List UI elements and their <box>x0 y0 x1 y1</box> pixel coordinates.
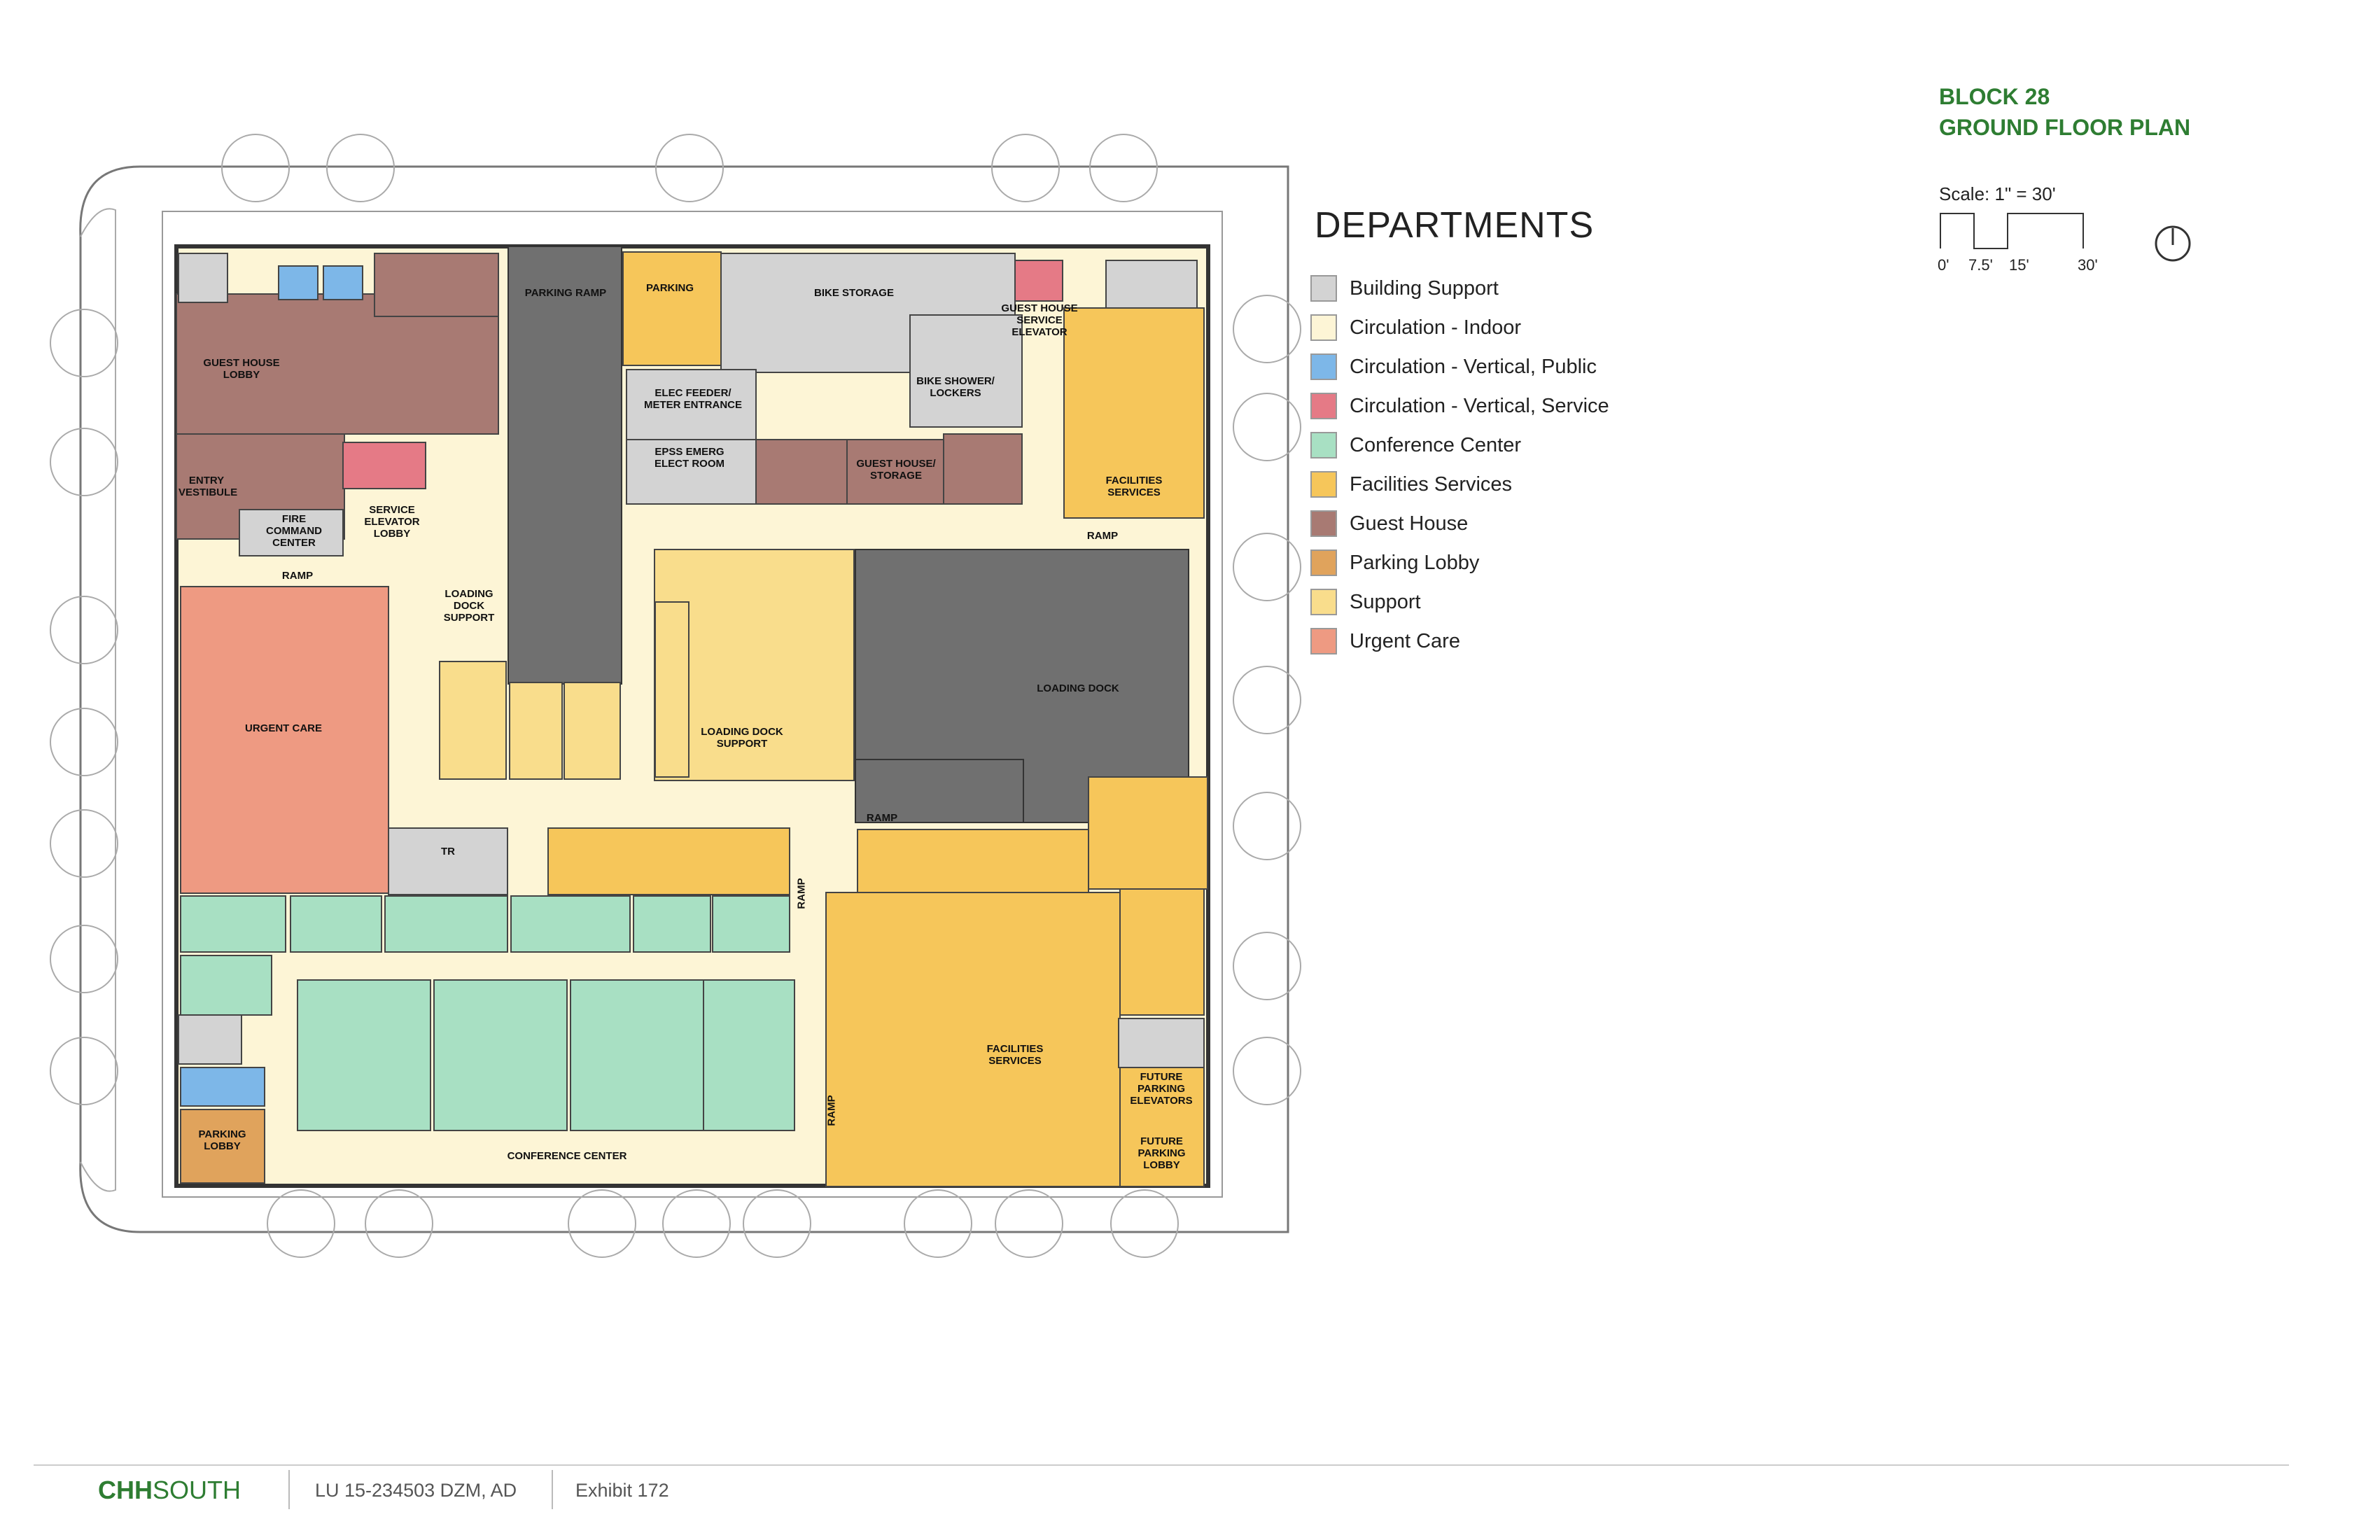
legend-label: Urgent Care <box>1350 629 1460 652</box>
legend-swatch <box>1310 628 1337 654</box>
parking-ramp <box>507 246 622 685</box>
plan-title-sub: GROUND FLOOR PLAN <box>1939 115 2191 140</box>
tr-room <box>388 827 508 895</box>
loading-dock-bay <box>855 759 1024 823</box>
legend-item: Urgent Care <box>1310 627 1460 655</box>
legend-item: Parking Lobby <box>1310 549 1479 577</box>
street-trees <box>50 134 1301 1258</box>
legend-swatch <box>1310 314 1337 341</box>
legend-swatch <box>1310 550 1337 576</box>
footer-logo: CHHSOUTH <box>98 1476 241 1505</box>
legend-item: Facilities Services <box>1310 470 1512 498</box>
legend-label: Circulation - Vertical, Service <box>1350 394 1609 417</box>
legend-label: Parking Lobby <box>1350 551 1480 574</box>
legend-swatch <box>1310 393 1337 419</box>
scale-label: Scale: 1" = 30' <box>1939 183 2056 204</box>
legend-swatch <box>1310 275 1337 302</box>
conference-center-zone <box>180 895 795 1131</box>
legend-item: Circulation - Indoor <box>1310 314 1521 342</box>
urgent-care-room <box>180 586 389 894</box>
case-number: LU 15-234503 DZM, AD <box>315 1480 517 1501</box>
legend-swatch <box>1310 354 1337 380</box>
stair-bottom-left <box>178 1014 242 1065</box>
legend-item: Support <box>1310 588 1421 616</box>
loading-dock-support-2-zone <box>654 549 855 781</box>
top-middle-zone <box>622 251 1063 505</box>
legend-label: Conference Center <box>1350 433 1522 456</box>
legend-label: Facilities Services <box>1350 472 1513 496</box>
loading-dock-support-1-zone <box>439 661 621 780</box>
legend-label: Support <box>1350 590 1421 613</box>
footer-rule <box>34 1464 2289 1466</box>
plan-title-block: BLOCK 28 <box>1939 84 2050 109</box>
scale-bar <box>1940 213 2084 249</box>
facilities-services-top <box>1063 307 1205 519</box>
parking-lobby-room <box>180 1109 265 1184</box>
sidewalk-curve <box>80 208 116 1192</box>
stair-bottom-right <box>1118 1018 1205 1068</box>
legend-item: Circulation - Vertical, Service <box>1310 392 1609 420</box>
property-line <box>162 211 1223 1198</box>
legend-swatch <box>1310 471 1337 498</box>
logo-bold: CHH <box>98 1476 153 1504</box>
support-lower <box>547 827 790 895</box>
footer-separator <box>552 1470 553 1509</box>
north-arrow-icon <box>2155 225 2191 262</box>
legend-swatch <box>1310 589 1337 615</box>
legend-item: Guest House <box>1310 510 1468 538</box>
legend-swatch <box>1310 432 1337 458</box>
legend-swatch <box>1310 510 1337 537</box>
exhibit-number: Exhibit 172 <box>575 1480 669 1501</box>
scale-tick: 15' <box>2009 256 2029 274</box>
legend-label: Building Support <box>1350 276 1499 300</box>
stair-top-right <box>1105 260 1198 309</box>
parking-elevator <box>180 1067 265 1107</box>
guest-house-zone <box>176 253 499 556</box>
legend-item: Circulation - Vertical, Public <box>1310 353 1597 381</box>
legend-label: Circulation - Indoor <box>1350 316 1521 339</box>
legend-label: Circulation - Vertical, Public <box>1350 355 1597 378</box>
facilities-services-main-zone <box>825 776 1208 1187</box>
logo-light: SOUTH <box>153 1476 241 1504</box>
legend-label: Guest House <box>1350 512 1469 535</box>
legend-item: Building Support <box>1310 274 1499 302</box>
legend-title: DEPARTMENTS <box>1315 205 1595 246</box>
scale-tick: 30' <box>2078 256 2098 274</box>
legend-item: Conference Center <box>1310 431 1521 459</box>
scale-tick: 7.5' <box>1968 256 1993 274</box>
footer-separator <box>288 1470 290 1509</box>
scale-tick: 0' <box>1938 256 1949 274</box>
